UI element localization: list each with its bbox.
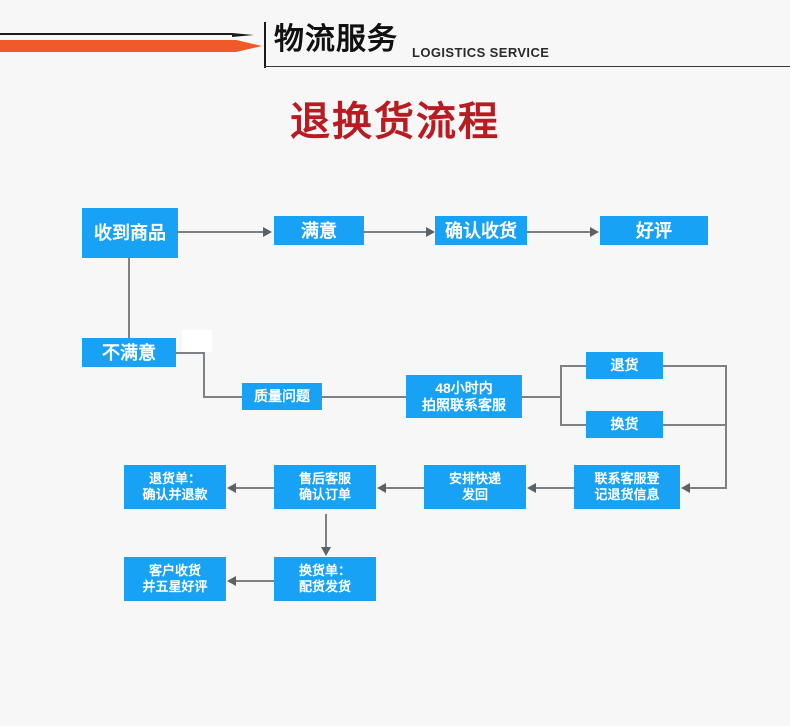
node-customer-five-star[interactable]: 客户收货 并五星好评: [124, 557, 226, 601]
arrowhead-satisfied-to-confirm: [426, 227, 435, 237]
arrowhead-receive-to-satisfied: [263, 227, 272, 237]
connector-into-register: [690, 487, 727, 489]
arrowhead-exchangeorder-to-customer: [227, 576, 236, 586]
header-black-rule-taper: [232, 33, 254, 37]
arrowhead-courier-to-aftersales: [377, 483, 386, 493]
arrowhead-confirm-to-review: [590, 227, 599, 237]
arrowhead-register-to-courier: [527, 483, 536, 493]
node-register-return-info[interactable]: 联系客服登 记退货信息: [574, 465, 680, 509]
connector-confirm-to-review: [527, 231, 590, 233]
connector-branch-to-return: [560, 365, 587, 367]
connector-aftersales-to-refund: [236, 487, 274, 489]
connector-48h-to-branch: [522, 396, 562, 398]
arrowhead-aftersales-to-refund: [227, 483, 236, 493]
header-black-rule: [0, 33, 232, 35]
connector-branch-to-exchange: [560, 424, 587, 426]
header-title-chinese: 物流服务: [274, 23, 398, 56]
connector-quality-to-48h: [322, 396, 406, 398]
connector-satisfied-to-confirm: [364, 231, 426, 233]
node-quality-issue[interactable]: 质量问题: [242, 383, 322, 410]
node-not-satisfied[interactable]: 不满意: [82, 338, 176, 367]
connector-branch-spine: [560, 366, 562, 426]
arrowhead-into-register: [681, 483, 690, 493]
connector-exchange-right: [663, 424, 727, 426]
node-exchange-order-ship[interactable]: 换货单： 配货发货: [274, 557, 376, 601]
header-vertical-divider: [264, 22, 266, 68]
node-contact-48h[interactable]: 48小时内 拍照联系客服: [406, 375, 522, 418]
node-confirm-receipt[interactable]: 确认收货: [435, 216, 527, 245]
connector-receive-to-satisfied: [178, 231, 263, 233]
header-title-english: LOGISTICS SERVICE: [412, 45, 550, 60]
header-underline: [264, 66, 790, 67]
connector-return-right: [663, 365, 727, 367]
connector-aftersales-to-exchangeorder: [325, 514, 327, 549]
canvas-white-patch: [182, 330, 212, 352]
connector-notsatisfied-right: [176, 352, 205, 354]
header-band: 物流服务 LOGISTICS SERVICE: [0, 0, 790, 76]
connector-notsatisfied-to-quality: [203, 396, 242, 398]
connector-notsatisfied-down: [203, 352, 205, 397]
node-aftersales-confirm[interactable]: 售后客服 确认订单: [274, 465, 376, 509]
node-return-goods[interactable]: 退货: [586, 352, 663, 379]
node-exchange-goods[interactable]: 换货: [586, 411, 663, 438]
node-arrange-courier[interactable]: 安排快递 发回: [424, 465, 526, 509]
connector-register-to-courier: [536, 487, 574, 489]
node-positive-review[interactable]: 好评: [600, 216, 708, 245]
arrowhead-aftersales-to-exchangeorder: [321, 547, 331, 556]
connector-right-spine-down: [725, 365, 727, 488]
connector-receive-to-notsatisfied: [128, 258, 130, 340]
header-orange-bar-taper: [236, 40, 262, 52]
node-return-order-refund[interactable]: 退货单： 确认并退款: [124, 465, 226, 509]
header-orange-bar: [0, 40, 236, 52]
node-satisfied[interactable]: 满意: [274, 216, 364, 245]
connector-exchangeorder-to-customer: [236, 580, 274, 582]
node-receive-product[interactable]: 收到商品: [82, 208, 178, 258]
connector-courier-to-aftersales: [386, 487, 424, 489]
page-title: 退换货流程: [290, 100, 500, 144]
